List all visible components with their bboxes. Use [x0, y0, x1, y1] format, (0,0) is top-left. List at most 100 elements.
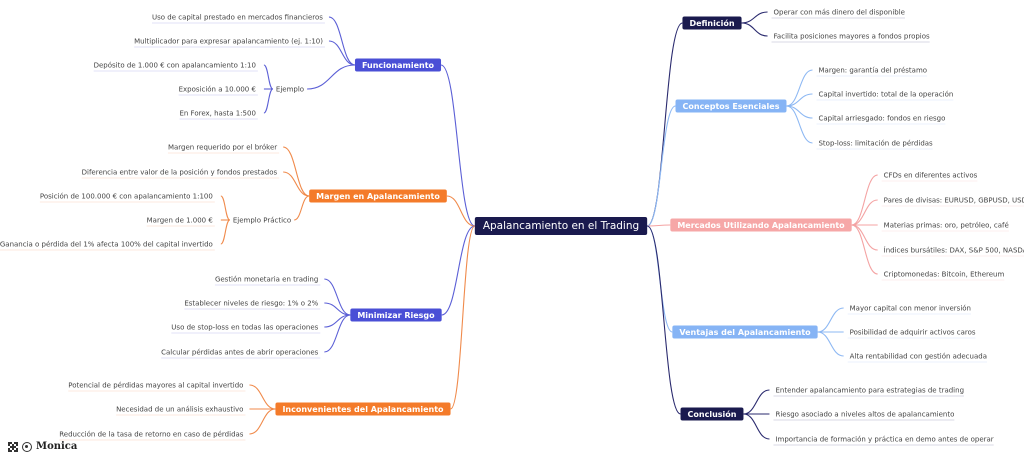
right-branch-2[interactable]: Mercados Utilizando Apalancamiento: [670, 218, 852, 232]
edge-left-leaf-3-2: [249, 408, 276, 435]
right-branch-4-label: Conclusión: [688, 409, 737, 419]
left-leaf-3-2: Reducción de la tasa de retorno en caso …: [59, 431, 244, 439]
left-leaf-2-3: Calcular pérdidas antes de abrir operaci…: [161, 349, 319, 357]
edge-right-leaf-4-0: [743, 389, 770, 415]
edge-left-sub-0: [307, 64, 355, 90]
left-branch-3-box: [275, 402, 451, 416]
edge-left-leaf-0-1: [328, 40, 356, 66]
right-leaf-0-1: Facilita posiciones mayores a fondos pro…: [774, 33, 930, 41]
edge-center-left-3: [450, 225, 476, 410]
left-leaf-2-1: Establecer niveles de riesgo: 1% o 2%: [184, 300, 318, 308]
left-leaf-0-2-2: En Forex, hasta 1:500: [179, 110, 255, 118]
left-sub-1: Ejemplo Práctico: [233, 217, 291, 225]
right-branch-1-label: Conceptos Esenciales: [683, 102, 780, 111]
edge-right-leaf-2-0: [851, 174, 878, 226]
edge-right-leaf-1-1: [786, 93, 813, 107]
edge-left-leaf-0-0: [328, 16, 356, 66]
right-leaf-3-0: Mayor capital con menor inversión: [850, 305, 971, 313]
left-leaf-0-1: Multiplicador para expresar apalancamien…: [134, 38, 323, 46]
left-branch-2-box: [350, 308, 442, 322]
edge-center-right-0: [646, 22, 683, 227]
right-branch-4-box: [680, 407, 744, 421]
left-leaf-1-0: Margen requerido por el bróker: [168, 144, 277, 152]
edge-center-left-1: [446, 195, 475, 227]
edge-left-subleaf-0-2: [263, 88, 274, 114]
right-leaf-1-2: Capital arriesgado: fondos en riesgo: [818, 115, 945, 123]
left-branch-0[interactable]: Funcionamiento: [354, 58, 442, 72]
left-leaf-0-2-1: Exposición a 10.000 €: [179, 86, 256, 94]
left-branch-3[interactable]: Inconvenientes del Apalancamiento: [275, 402, 451, 416]
right-leaf-2-4: Criptomonedas: Bitcoin, Ethereum: [884, 271, 1005, 279]
left-branch-1-box: [309, 189, 447, 203]
right-branch-1-box: [675, 99, 787, 113]
edge-right-leaf-4-2: [743, 413, 770, 440]
left-leaf-1-2-0: Posición de 100.000 € con apalancamiento…: [40, 193, 213, 201]
right-leaf-3-2: Alta rentabilidad con gestión adecuada: [850, 353, 987, 361]
left-sub-0: Ejemplo: [276, 86, 304, 94]
right-leaf-4-1: Riesgo asociado a niveles altos de apala…: [775, 411, 954, 419]
right-branch-3[interactable]: Ventajas del Apalancamiento: [672, 325, 818, 339]
right-leaf-0-0: Operar con más dinero del disponible: [774, 9, 905, 17]
left-leaf-2-2: Uso de stop-loss en todas las operacione…: [171, 324, 318, 332]
edge-right-leaf-2-4: [851, 224, 878, 275]
right-branch-0-box: [682, 16, 742, 30]
edge-left-leaf-1-1: [283, 171, 310, 197]
edge-right-leaf-0-0: [741, 11, 768, 24]
right-leaf-4-0: Entender apalancamiento para estrategias…: [775, 387, 964, 395]
right-leaf-1-1: Capital invertido: total de la operación: [818, 91, 953, 99]
right-leaf-2-0: CFDs en diferentes activos: [884, 172, 978, 180]
left-leaf-3-1: Necesidad de un análisis exhaustivo: [116, 406, 243, 414]
right-branch-3-box: [672, 325, 818, 339]
edge-left-subleaf-1-2: [220, 219, 231, 245]
right-leaf-2-1: Pares de divisas: EURUSD, GBPUSD, USDJPY: [884, 197, 1024, 205]
right-leaf-3-1: Posibilidad de adquirir activos caros: [850, 329, 976, 337]
monica-logo-icon: [22, 441, 32, 452]
qr-code-icon: [8, 441, 18, 452]
left-branch-3-label: Inconvenientes del Apalancamiento: [282, 405, 444, 414]
left-leaf-1-2-1: Margen de 1.000 €: [147, 217, 213, 225]
edge-center-right-1: [646, 105, 676, 227]
left-leaf-1-2-2: Ganancia o pérdida del 1% afecta 100% de…: [0, 241, 213, 249]
edge-left-leaf-2-1: [324, 302, 351, 316]
left-leaf-0-0: Uso de capital prestado en mercados fina…: [152, 14, 323, 22]
right-branch-1[interactable]: Conceptos Esenciales: [675, 99, 787, 113]
edge-center-left-2: [441, 225, 476, 316]
edge-left-leaf-3-0: [249, 384, 276, 410]
footer: Monica: [8, 441, 77, 452]
edge-center-left-0: [440, 64, 476, 227]
left-branch-2-label: Minimizar Riesgo: [357, 311, 435, 320]
center-node-label: Apalancamiento en el Trading: [483, 220, 639, 232]
edge-right-leaf-2-3: [851, 224, 878, 251]
right-branch-3-label: Ventajas del Apalancamiento: [679, 328, 811, 337]
edge-center-right-2: [647, 224, 671, 227]
edge-center-right-4: [646, 225, 682, 415]
edge-left-leaf-2-3: [324, 314, 351, 353]
left-branch-1[interactable]: Margen en Apalancamiento: [309, 189, 447, 203]
left-branch-1-label: Margen en Apalancamiento: [316, 192, 440, 201]
brand-name: Monica: [36, 441, 78, 452]
edge-right-leaf-3-0: [817, 307, 844, 333]
right-branch-4[interactable]: Conclusión: [680, 407, 744, 421]
edge-left-sub-1: [293, 195, 310, 221]
center-node[interactable]: Apalancamiento en el Trading: [474, 217, 648, 235]
right-leaf-2-3: Índices bursátiles: DAX, S&P 500, NASDAQ…: [884, 246, 1024, 255]
left-leaf-1-1: Diferencia entre valor de la posición y …: [82, 169, 278, 177]
right-branch-0[interactable]: Definición: [682, 16, 742, 30]
right-leaf-1-3: Stop-loss: limitación de pérdidas: [818, 140, 933, 148]
right-branch-0-label: Definición: [689, 18, 734, 28]
left-branch-0-box: [354, 58, 442, 72]
left-leaf-3-0: Potencial de pérdidas mayores al capital…: [68, 382, 243, 390]
right-leaf-4-2: Importancia de formación y práctica en d…: [775, 436, 993, 444]
right-leaf-2-2: Materias primas: oro, petróleo, café: [884, 222, 1009, 230]
left-leaf-2-0: Gestión monetaria en trading: [215, 276, 318, 284]
left-branch-2[interactable]: Minimizar Riesgo: [350, 308, 442, 322]
left-branch-0-label: Funcionamiento: [362, 61, 435, 70]
edge-left-subleaf-1-0: [220, 195, 231, 221]
edge-right-leaf-3-2: [817, 331, 844, 357]
right-leaf-1-0: Margen: garantía del préstamo: [818, 67, 927, 75]
edge-right-leaf-1-0: [786, 69, 813, 107]
center-node-box: [474, 217, 648, 235]
edge-right-leaf-1-3: [786, 105, 813, 144]
edge-left-leaf-2-0: [324, 278, 351, 316]
